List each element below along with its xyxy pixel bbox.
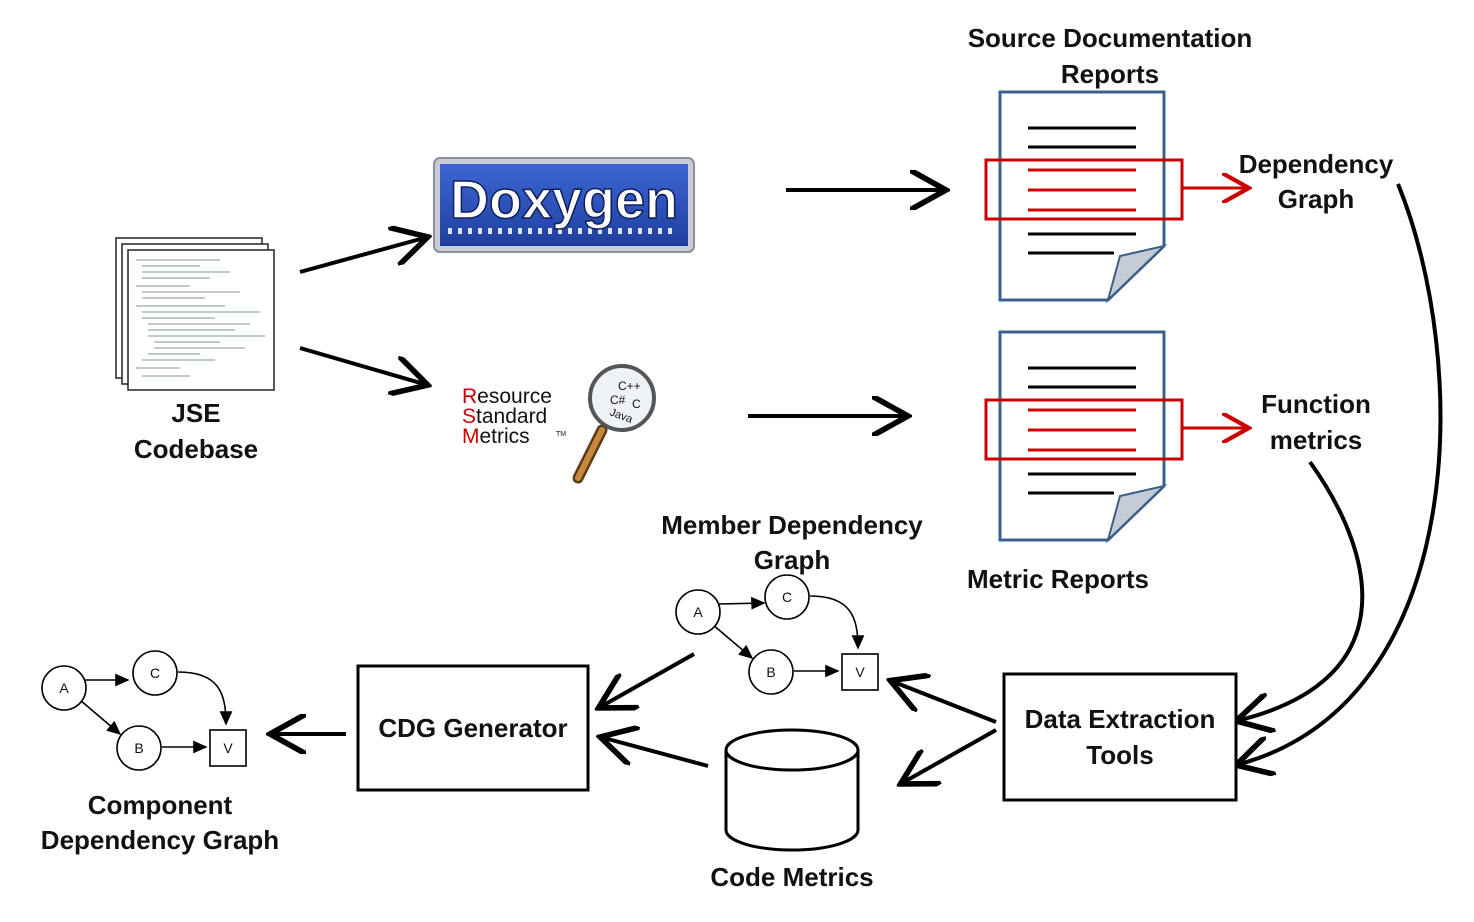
rsm-lang-cpp: C++ — [618, 379, 641, 393]
component-dependency-graph: A C B V — [41, 650, 247, 771]
component-node-a — [41, 665, 87, 711]
dependency-graph-label-line2: Graph — [1278, 184, 1355, 214]
cdg-generator-box — [356, 664, 590, 792]
member-node-a-label: A — [693, 604, 703, 620]
component-node-c — [132, 650, 178, 696]
arrow-codebase-to-doxygen — [299, 238, 424, 274]
metric-reports-document-icon — [984, 330, 1184, 544]
dependency-graph-label-line1: Dependency — [1239, 149, 1394, 179]
doxygen-text: Doxygen — [450, 170, 678, 230]
source-docs-title-line2: Reports — [1061, 59, 1159, 89]
function-metrics-label-line1: Function — [1261, 389, 1371, 419]
jse-codebase-icon — [115, 237, 275, 391]
arrow-dependency-to-extraction — [1240, 183, 1443, 764]
component-node-b — [116, 725, 162, 771]
component-graph-label-line1: Component — [88, 790, 233, 820]
component-node-c-label: C — [150, 665, 160, 681]
member-node-c-label: C — [782, 589, 792, 605]
rsm-logo: Resource Standard Metrics TM — [462, 385, 566, 448]
rsm-line1: Resource — [462, 385, 552, 408]
component-node-a-label: A — [59, 680, 69, 696]
data-extraction-label-line2: Tools — [1086, 740, 1153, 770]
member-dependency-graph: A C B V — [675, 574, 879, 695]
member-graph-label-line2: Graph — [754, 545, 831, 575]
function-metrics-label-line2: metrics — [1270, 425, 1363, 455]
member-node-b — [748, 649, 794, 695]
doxygen-logo: Doxygen — [433, 157, 695, 253]
member-node-v — [841, 653, 879, 691]
jse-label-line2: Codebase — [134, 434, 258, 464]
member-graph-label-line1: Member Dependency — [661, 510, 923, 540]
arrow-member-graph-to-cdg — [602, 652, 695, 706]
member-node-c — [764, 574, 810, 620]
member-node-b-label: B — [766, 664, 775, 680]
data-extraction-label-line1: Data Extraction — [1025, 704, 1216, 734]
component-node-v-label: V — [223, 740, 233, 756]
rsm-tm: TM — [556, 431, 566, 438]
source-docs-document-icon — [984, 90, 1184, 304]
rsm-line3: Metrics — [462, 425, 530, 448]
arrow-extraction-to-member-graph — [894, 682, 997, 724]
component-node-b-label: B — [134, 740, 143, 756]
arrow-code-metrics-to-cdg — [604, 738, 709, 768]
code-metrics-label: Code Metrics — [710, 862, 873, 892]
arrow-extraction-to-code-metrics — [904, 728, 997, 782]
arrow-function-to-extraction — [1240, 460, 1365, 720]
rsm-lang-cs: C# — [610, 393, 626, 407]
component-node-v — [209, 729, 247, 767]
cdg-generator-label: CDG Generator — [378, 713, 567, 743]
source-docs-title-line1: Source Documentation — [968, 23, 1253, 53]
rsm-line2: Standard — [462, 405, 547, 428]
metric-reports-label: Metric Reports — [967, 564, 1149, 594]
member-node-v-label: V — [855, 664, 865, 680]
data-extraction-box — [1002, 672, 1238, 802]
magnifier-icon: C++ C# C Java — [572, 364, 656, 484]
arrow-codebase-to-rsm — [299, 346, 424, 384]
code-metrics-database-icon — [724, 728, 860, 852]
component-graph-label-line2: Dependency Graph — [41, 825, 279, 855]
jse-label-line1: JSE — [171, 398, 220, 428]
rsm-lang-c: C — [632, 397, 641, 411]
member-node-a — [675, 589, 721, 635]
